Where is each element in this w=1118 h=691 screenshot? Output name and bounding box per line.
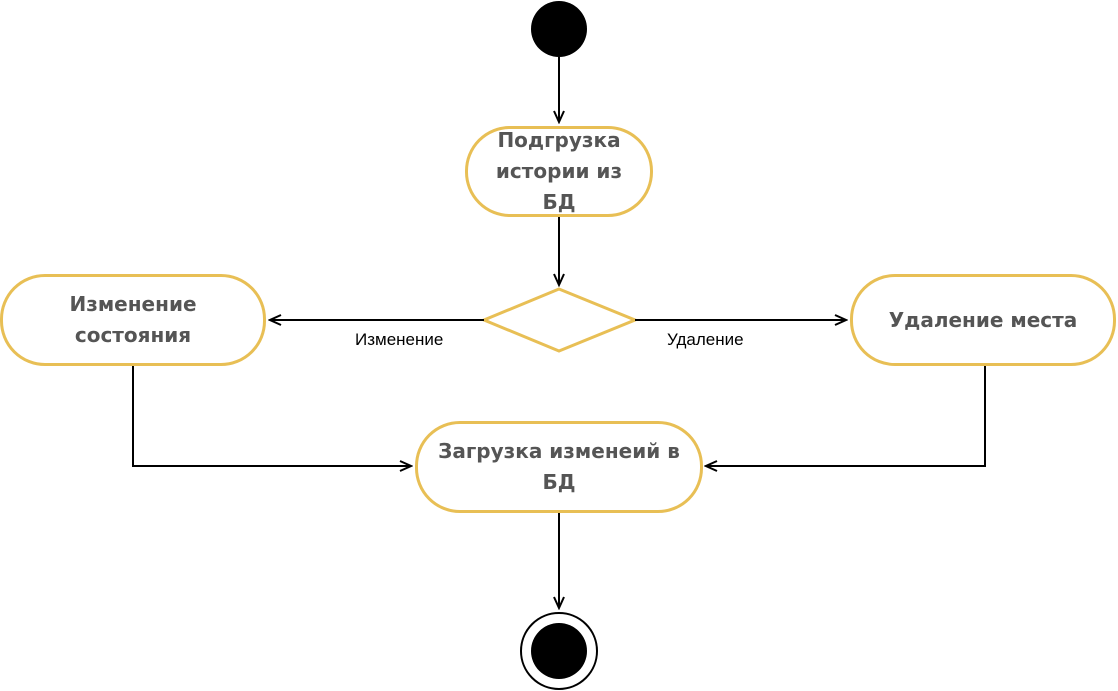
start-node [531, 1, 587, 57]
change-state-node: Изменение состояния [0, 274, 266, 366]
upload-changes-label: Загрузка изменеий в БД [438, 439, 680, 494]
change-state-label: Изменение состояния [69, 292, 197, 347]
load-history-label: Подгрузка истории из БД [495, 128, 623, 214]
upload-changes-node: Загрузка изменеий в БД [415, 421, 703, 513]
edge-change-to-upload [132, 366, 411, 466]
delete-place-label: Удаление места [888, 307, 1078, 332]
edge-label-change: Изменение [355, 330, 444, 349]
delete-place-node: Удаление места [850, 274, 1116, 366]
edge-delete-to-upload [706, 366, 986, 466]
edge-label-delete: Удаление [667, 330, 744, 349]
end-node [520, 612, 598, 690]
load-history-node: Подгрузка истории из БД [465, 126, 653, 217]
decision-node [480, 287, 639, 353]
